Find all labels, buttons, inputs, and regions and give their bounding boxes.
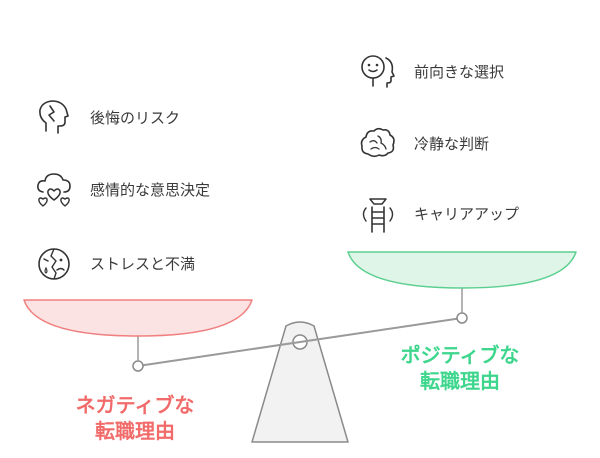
negative-side-title: ネガティブな 転職理由 bbox=[75, 393, 195, 443]
positive-item-career: キャリアアップ bbox=[358, 194, 519, 234]
regret-head-icon bbox=[39, 100, 69, 134]
beam-right-joint bbox=[456, 312, 468, 324]
positive-pan bbox=[347, 251, 577, 289]
negative-item-stress: ストレスと不満 bbox=[34, 244, 195, 284]
positive-item-label: 冷静な判断 bbox=[414, 135, 490, 153]
positive-item-judgement: 冷静な判断 bbox=[358, 124, 489, 164]
positive-side-title: ポジティブな 転職理由 bbox=[400, 343, 520, 393]
negative-item-label: 後悔のリスク bbox=[90, 109, 181, 127]
negative-item-label: 感情的な意思決定 bbox=[90, 181, 211, 199]
brain-icon bbox=[360, 127, 395, 158]
thinking-head-icon bbox=[361, 55, 395, 88]
positive-item-choice: 前向きな選択 bbox=[358, 52, 504, 92]
positive-item-label: 前向きな選択 bbox=[414, 63, 505, 81]
scale-beam bbox=[137, 317, 463, 367]
beam-left-joint bbox=[132, 360, 144, 372]
negative-pan bbox=[23, 299, 253, 337]
negative-item-regret: 後悔のリスク bbox=[34, 98, 180, 138]
stress-face-icon bbox=[38, 248, 70, 280]
scale-stand bbox=[251, 321, 349, 443]
negative-item-emotional: 感情的な意思決定 bbox=[34, 170, 240, 210]
positive-item-label: キャリアアップ bbox=[414, 205, 520, 223]
career-ladder-icon bbox=[362, 198, 394, 233]
emotional-cloud-icon bbox=[37, 173, 71, 207]
negative-item-label: ストレスと不満 bbox=[90, 255, 196, 273]
